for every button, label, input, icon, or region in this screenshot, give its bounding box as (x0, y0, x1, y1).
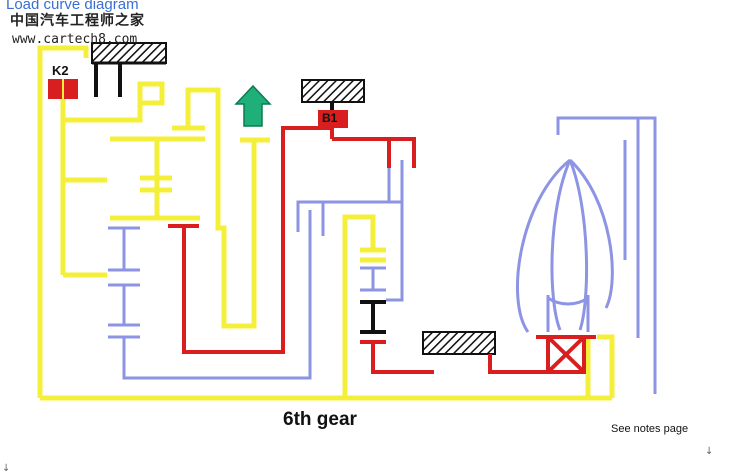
red-brake-path (168, 126, 596, 374)
blue-path (108, 116, 657, 394)
housing-top-left (91, 42, 167, 65)
watermark-url: www.cartech8.com (12, 32, 138, 47)
up-arrow-icon (234, 84, 272, 127)
yellow-power-path (37, 45, 615, 401)
housing-bottom (422, 331, 496, 355)
notes-link[interactable]: See notes page (611, 423, 689, 435)
label-k2: K2 (52, 63, 69, 78)
diagram-title: Load curve diagram (6, 0, 139, 13)
brake-b1 (318, 110, 348, 128)
watermark-chinese: 中国汽车工程师之家 (10, 13, 145, 29)
gear-caption: 6th gear (283, 409, 357, 430)
paragraph-marker: ↓ (705, 446, 714, 457)
black-elements (94, 63, 386, 334)
label-b1: B1 (322, 111, 338, 125)
clutch-k2 (48, 79, 78, 99)
housing-brake-b1 (301, 79, 365, 103)
paragraph-marker: ↓ (2, 463, 11, 474)
